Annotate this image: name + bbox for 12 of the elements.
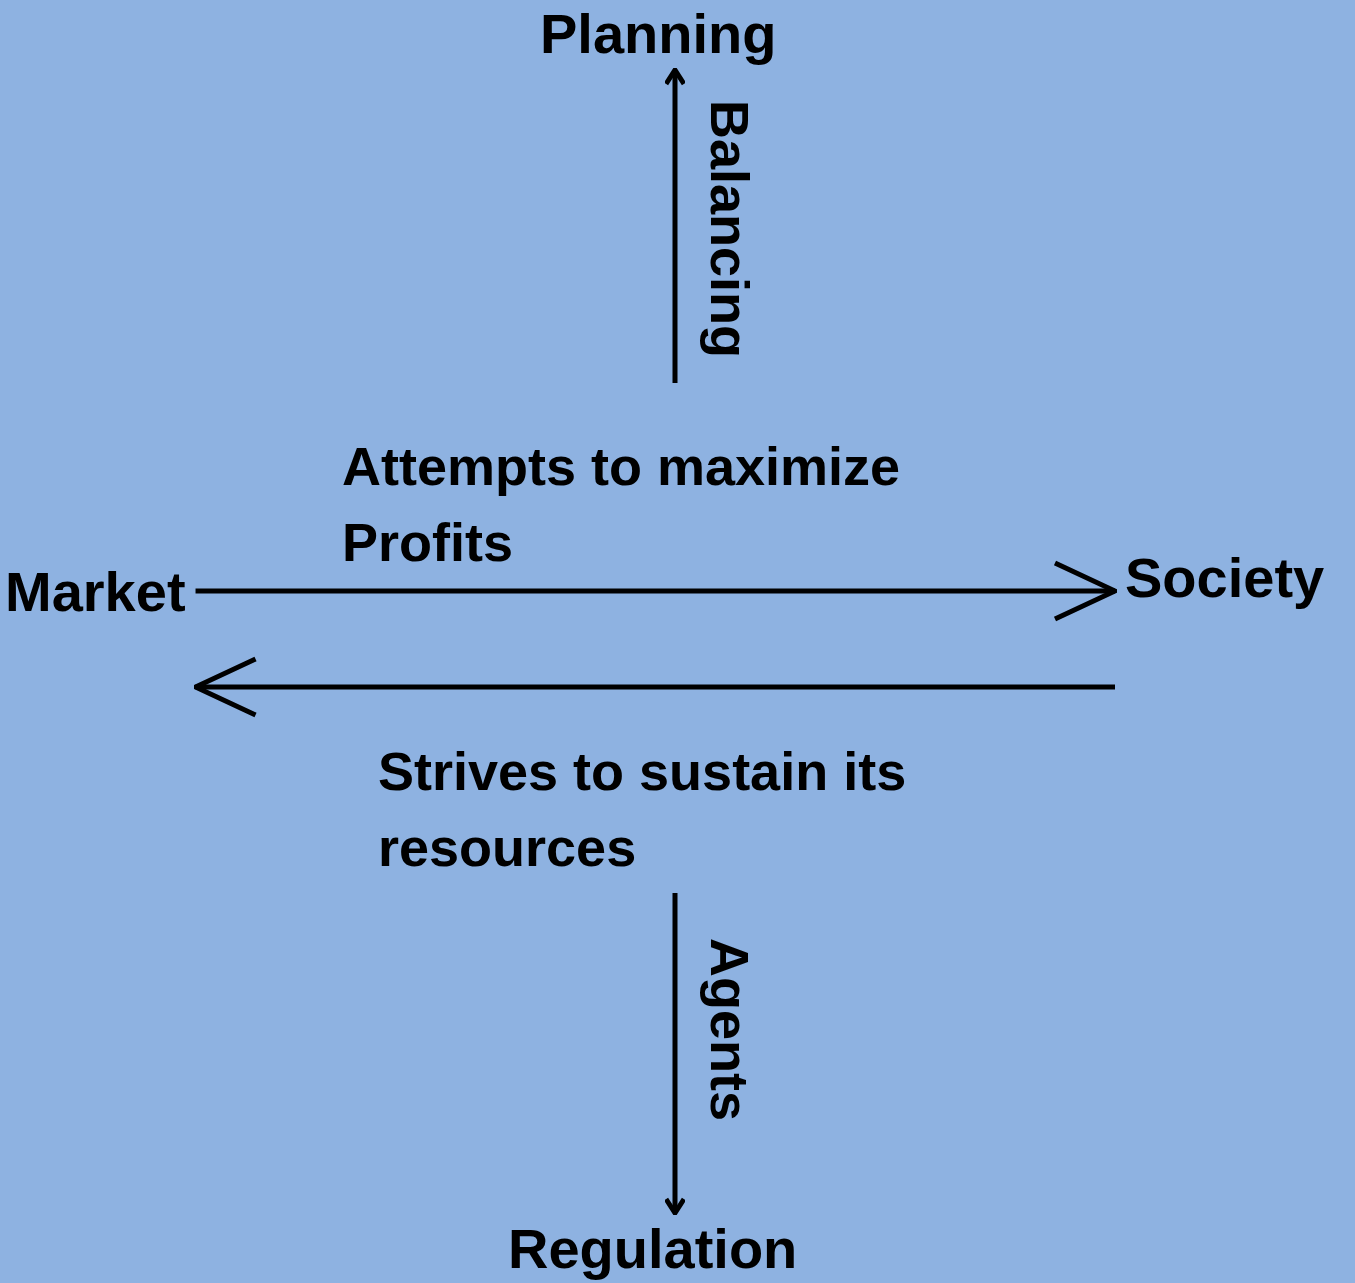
- edge-label: Balancing: [702, 100, 758, 359]
- node-label: Planning: [540, 2, 777, 66]
- node-label: Market: [5, 560, 186, 624]
- node-label: Regulation: [508, 1217, 798, 1281]
- edge-label: Attempts to maximize Profits: [342, 435, 902, 574]
- arrow: [663, 893, 687, 1216]
- edge-label: Strives to sustain its resources: [378, 740, 908, 879]
- arrow: [195, 560, 1118, 622]
- arrow: [663, 67, 687, 383]
- edge-label: Agents: [702, 938, 758, 1121]
- node-label: Society: [1125, 546, 1325, 610]
- arrow: [193, 656, 1115, 718]
